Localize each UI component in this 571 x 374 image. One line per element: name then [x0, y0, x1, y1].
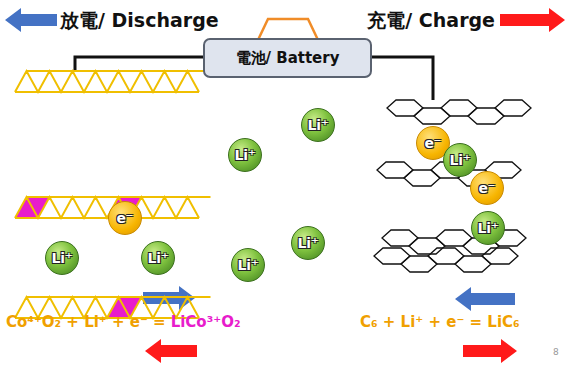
- lithium-ion: Li⁺: [471, 211, 505, 245]
- lithium-ion: Li⁺: [443, 143, 477, 177]
- lithium-ion: Li⁺: [45, 241, 79, 275]
- particle-label: Li⁺: [477, 220, 498, 236]
- graphite-layer: [387, 100, 531, 124]
- wire: [370, 57, 433, 100]
- discharge-arrow: [5, 8, 57, 32]
- particle-label: Li⁺: [234, 147, 255, 163]
- lithium-ion: Li⁺: [291, 226, 325, 260]
- discharge-arrow: [455, 287, 515, 311]
- lithium-ion: Li⁺: [231, 248, 265, 282]
- particle-label: Li⁺: [449, 152, 470, 168]
- discharge-heading: 放電/ Discharge: [60, 8, 219, 34]
- particle-label: Li⁺: [307, 117, 328, 133]
- particle-label: e⁻: [425, 135, 442, 151]
- graphite-layer: [374, 248, 518, 272]
- particle-label: Li⁺: [237, 257, 258, 273]
- cathode-product: LiCo³⁺O₂: [171, 313, 241, 331]
- battery-terminal: [258, 19, 318, 40]
- cathode-layer: [15, 71, 211, 92]
- particle-label: Li⁺: [147, 250, 168, 266]
- lithium-ion: Li⁺: [141, 241, 175, 275]
- charge-arrow: [500, 8, 565, 32]
- charge-arrow: [145, 339, 197, 363]
- anode-equation: C₆ + Li⁺ + e⁻ = LiC₆: [360, 313, 520, 331]
- cathode-equation: Co⁴⁺O₂ + Li⁺ + e⁻ =: [6, 313, 166, 331]
- illustration: [5, 8, 565, 363]
- charge-arrow: [463, 339, 517, 363]
- lithium-ion: Li⁺: [301, 108, 335, 142]
- particle-label: e⁻: [117, 210, 134, 226]
- electron: e⁻: [470, 171, 504, 205]
- particle-label: Li⁺: [51, 250, 72, 266]
- battery-box: 電池/ Battery: [203, 38, 372, 78]
- charge-heading: 充電/ Charge: [367, 8, 495, 34]
- lithium-ion: Li⁺: [228, 138, 262, 172]
- wire: [75, 57, 205, 71]
- particle-label: e⁻: [479, 180, 496, 196]
- page-number: 8: [553, 347, 559, 357]
- electron: e⁻: [108, 201, 142, 235]
- battery-label: 電池/ Battery: [236, 49, 340, 68]
- particle-label: Li⁺: [297, 235, 318, 251]
